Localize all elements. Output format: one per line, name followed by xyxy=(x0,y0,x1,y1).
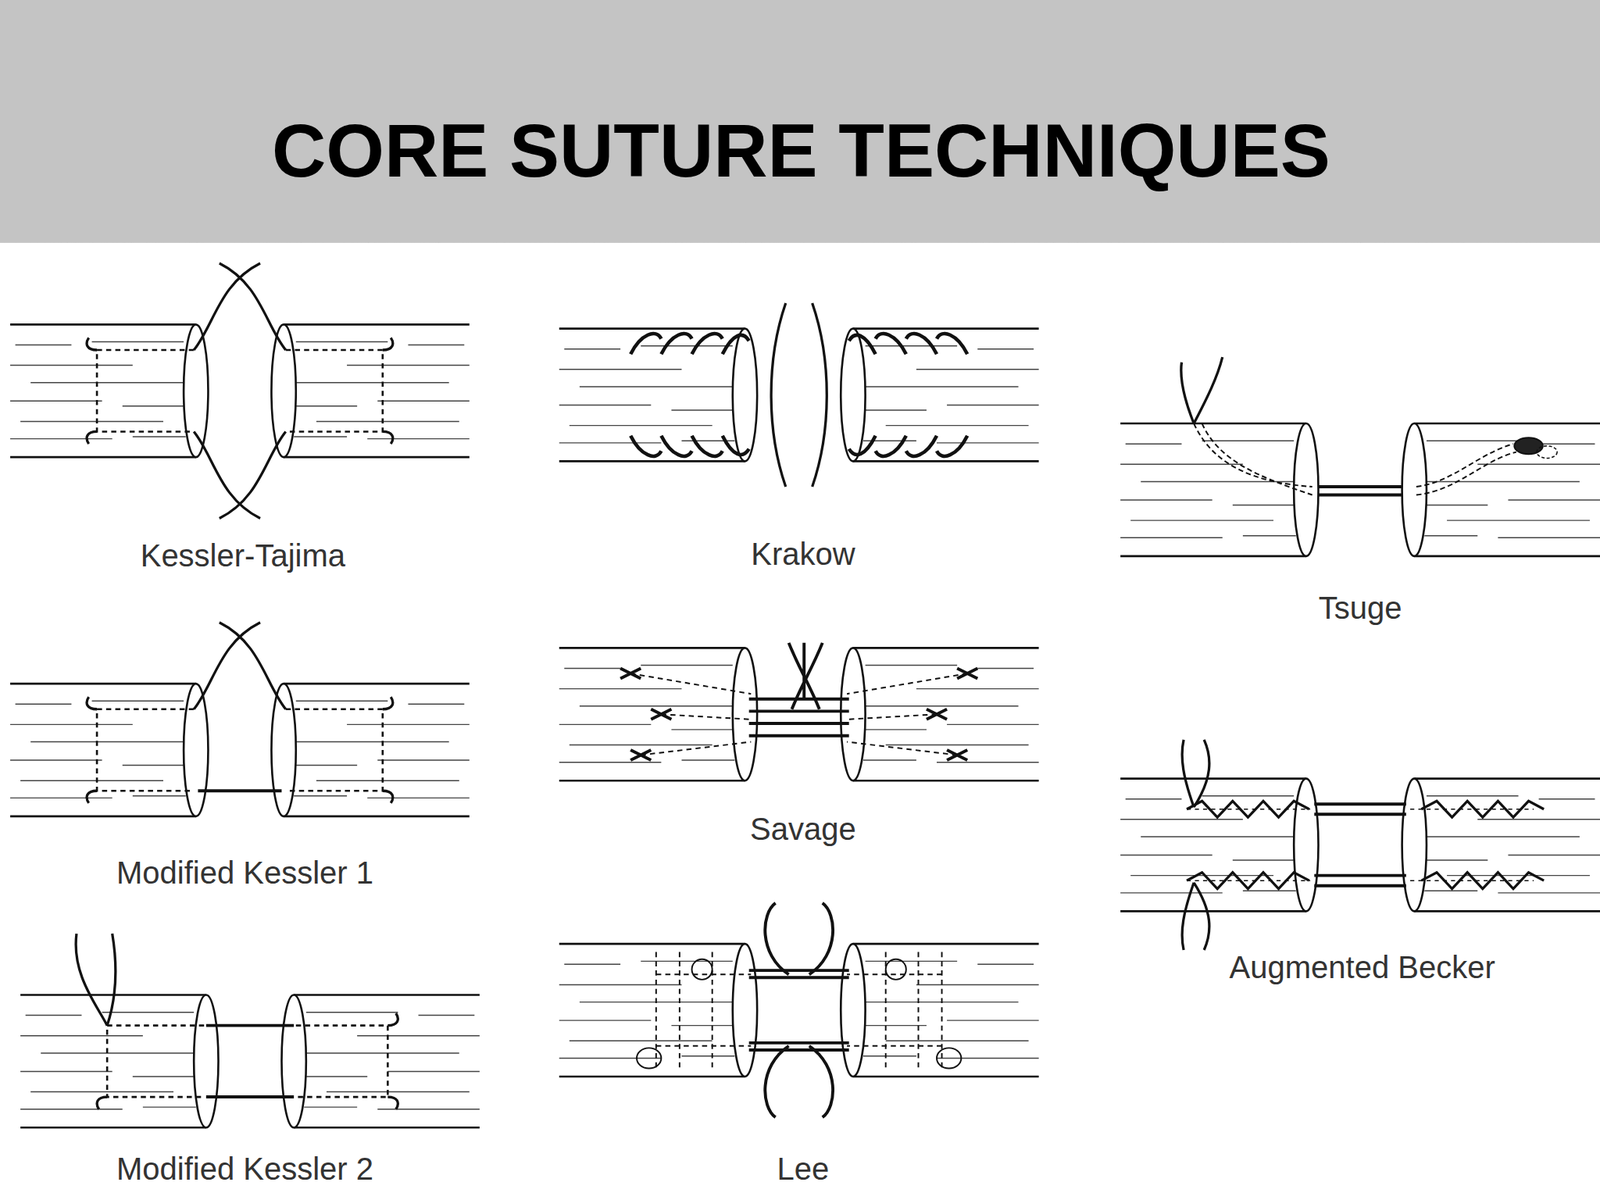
header-band xyxy=(0,0,1600,243)
technique-caption: Savage xyxy=(750,810,857,847)
tsuge-drawing xyxy=(1120,357,1600,557)
technique-caption: Lee xyxy=(777,1150,830,1186)
technique-caption: Modified Kessler 1 xyxy=(116,854,374,890)
savage-drawing xyxy=(559,642,1040,781)
technique-caption: Augmented Becker xyxy=(1229,950,1496,986)
lee-drawing xyxy=(559,903,1040,1118)
header-noise xyxy=(0,0,1600,243)
technique-caption: Kessler-Tajima xyxy=(140,537,346,573)
modified-kessler-1-drawing xyxy=(10,622,470,817)
krakow-drawing xyxy=(559,303,1040,487)
slide-title: CORE SUTURE TECHNIQUES xyxy=(271,107,1331,194)
augmented-becker-drawing xyxy=(1120,739,1600,950)
modified-kessler-2-drawing xyxy=(20,933,480,1128)
kessler-tajima-drawing xyxy=(10,263,470,519)
technique-caption: Tsuge xyxy=(1318,590,1403,626)
technique-caption: Krakow xyxy=(750,536,855,572)
technique-caption: Modified Kessler 2 xyxy=(116,1150,374,1186)
